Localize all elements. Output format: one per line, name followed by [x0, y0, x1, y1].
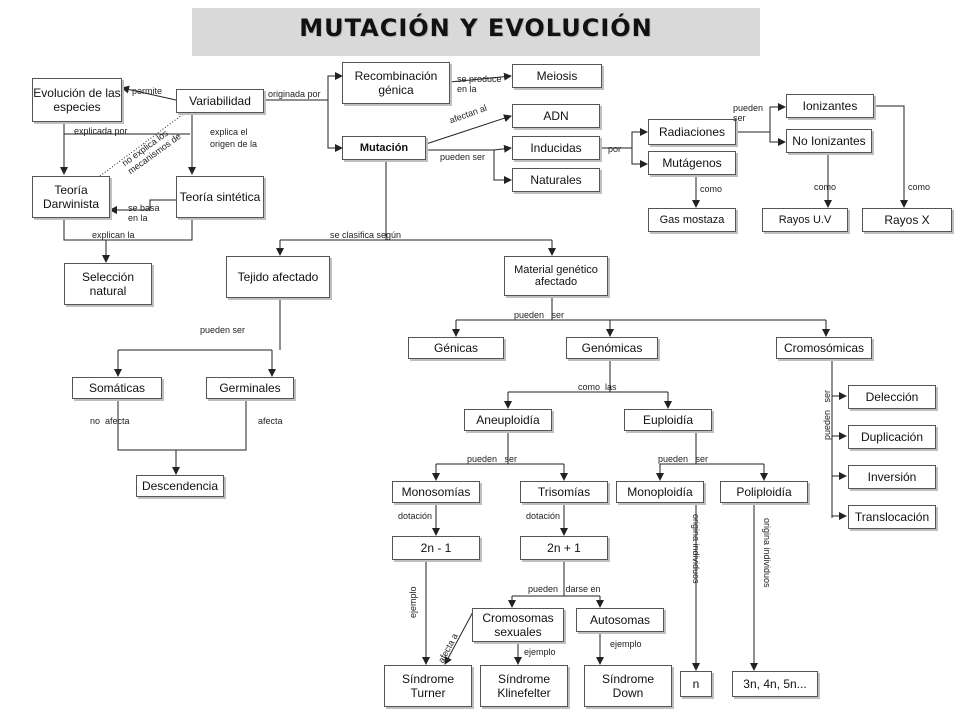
label-se-produce: se produce en la: [457, 74, 502, 94]
node-genicas: Génicas: [408, 337, 504, 359]
label-como-uv: como: [814, 182, 837, 192]
node-euploidia: Euploidía: [624, 409, 712, 431]
label-dotacion-monosomias: dotación: [398, 511, 433, 521]
node-translocacion: Translocación: [848, 505, 936, 529]
label-explicada-por: explicada por: [74, 126, 128, 136]
node-adn: ADN: [512, 104, 600, 128]
node-genomicas: Genómicas: [566, 337, 658, 359]
node-seleccion-natural: Selección natural: [64, 263, 152, 305]
node-cromosomicas: Cromosómicas: [776, 337, 872, 359]
node-naturales: Naturales: [512, 168, 600, 192]
label-permite: permite: [132, 86, 163, 96]
node-material-genetico: Material genético afectado: [504, 256, 608, 296]
node-monosomias: Monosomías: [392, 481, 480, 503]
node-autosomas: Autosomas: [576, 608, 664, 632]
label-como-las: como las: [578, 382, 617, 392]
node-monoploidia: Monoploidía: [616, 481, 704, 503]
label-por: por: [608, 144, 622, 154]
node-recombinacion-genica: Recombinación génica: [342, 62, 450, 104]
label-ejemplo-klinefelter: ejemplo: [524, 647, 556, 657]
label-pueden-ser-radiaciones: pueden ser: [733, 103, 764, 123]
node-rayos-uv: Rayos U.V: [762, 208, 848, 232]
node-sindrome-turner: Síndrome Turner: [384, 665, 472, 707]
label-explica-origen: explica el origen de la: [210, 127, 258, 149]
label-pueden-ser-tejido: pueden ser: [200, 325, 246, 335]
node-cromosomas-sexuales: Cromosomas sexuales: [472, 608, 564, 642]
label-dotacion-trisomias: dotación: [526, 511, 561, 521]
label-como-x: como: [908, 182, 931, 192]
label-pueden-ser-material: pueden ser: [514, 310, 565, 320]
node-radiaciones: Radiaciones: [648, 119, 736, 145]
label-originada-por: originada por: [268, 89, 321, 99]
label-explican-la: explican la: [92, 230, 135, 240]
node-no-ionizantes: No Ionizantes: [786, 129, 872, 153]
node-descendencia: Descendencia: [136, 475, 224, 497]
label-pueden-ser-cromosomicas: pueden ser: [822, 389, 832, 440]
node-3n-4n-5n: 3n, 4n, 5n...: [732, 671, 818, 697]
node-2n-menos-1: 2n - 1: [392, 536, 480, 560]
node-aneuploidia: Aneuploidía: [464, 409, 552, 431]
node-somaticas: Somáticas: [72, 377, 162, 399]
label-como-gas: como: [700, 184, 723, 194]
node-germinales: Germinales: [206, 377, 294, 399]
node-2n-mas-1: 2n + 1: [520, 536, 608, 560]
node-ionizantes: Ionizantes: [786, 94, 874, 118]
label-pueden-darse-en: pueden darse en: [528, 584, 601, 594]
node-teoria-sintetica: Teoría sintética: [176, 176, 264, 218]
node-inversion: Inversión: [848, 465, 936, 489]
page-title: MUTACIÓN Y EVOLUCIÓN: [299, 14, 653, 42]
label-pueden-ser-euploidia: pueden ser: [658, 454, 709, 464]
node-inducidas: Inducidas: [512, 136, 600, 160]
label-pueden-ser-mutacion: pueden ser: [440, 152, 486, 162]
title-banner: [192, 8, 760, 56]
label-afecta: afecta: [258, 416, 283, 426]
label-ejemplo-turner: ejemplo: [408, 586, 418, 618]
label-ejemplo-down: ejemplo: [610, 639, 642, 649]
node-sindrome-down: Síndrome Down: [584, 665, 672, 707]
node-evolucion-especies: Evolución de las especies: [32, 78, 122, 122]
node-sindrome-klinefelter: Síndrome Klinefelter: [480, 665, 568, 707]
node-tejido-afectado: Tejido afectado: [226, 256, 330, 298]
label-pueden-ser-aneuploidia: pueden ser: [467, 454, 518, 464]
node-trisomias: Trisomías: [520, 481, 608, 503]
node-mutacion: Mutación: [342, 136, 426, 160]
node-gas-mostaza: Gas mostaza: [648, 208, 736, 232]
node-meiosis: Meiosis: [512, 64, 602, 88]
label-se-clasifica: se clasifica según: [330, 230, 402, 240]
node-duplicacion: Duplicación: [848, 425, 936, 449]
node-variabilidad: Variabilidad: [176, 89, 264, 113]
node-poliploidia: Poliploidía: [720, 481, 808, 503]
node-deleccion: Delección: [848, 385, 936, 409]
node-rayos-x: Rayos X: [862, 208, 952, 232]
node-teoria-darwinista: Teoría Darwinista: [32, 176, 110, 218]
label-origina-individuos-mono: origina individuos: [691, 514, 701, 584]
label-no-afecta: no afecta: [90, 416, 130, 426]
node-mutagenos: Mutágenos: [648, 151, 736, 175]
label-se-basa: se basa en la: [128, 203, 160, 223]
label-origina-individuos-poli: origina individuos: [762, 518, 772, 588]
node-n: n: [680, 671, 712, 697]
